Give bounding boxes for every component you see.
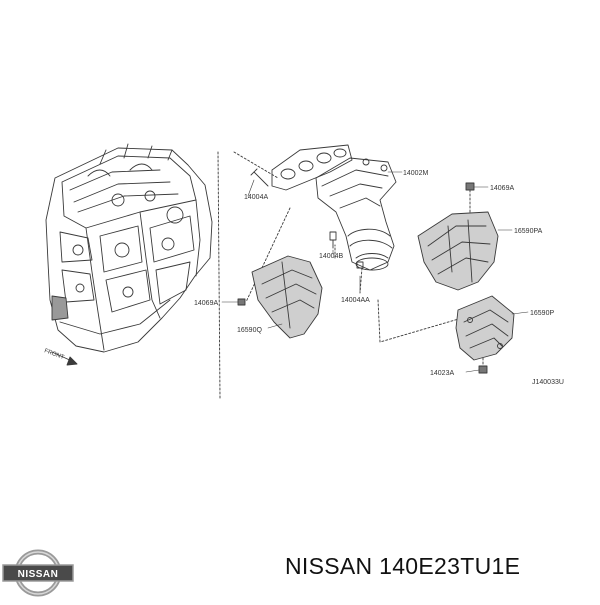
callout-14004a: 14004A (244, 194, 268, 201)
callout-14004b: 14004B (319, 253, 343, 260)
callout-14002m: 14002M (403, 170, 428, 177)
stud-14004a (250, 168, 269, 187)
nut-14004aa (356, 261, 364, 269)
bolt-14004b (329, 231, 337, 249)
callout-16590pa: 16590PA (514, 228, 543, 235)
part-number-label: NISSAN 140E23TU1E (285, 553, 521, 579)
drawing-code: J140033U (532, 379, 564, 386)
front-direction-arrow (51, 351, 78, 366)
callout-labels: 14002M 14004A 14004B 14004AA 14069A 1659… (43, 170, 564, 386)
callout-14023a: 14023A (430, 370, 454, 377)
bolt-14069a-top (465, 182, 475, 191)
nissan-logo-text: NISSAN (18, 569, 59, 580)
manifold-gasket-illustration (271, 144, 353, 191)
heat-shield-16590pa (417, 211, 499, 291)
callout-16590q: 16590Q (237, 327, 262, 334)
callout-14004aa: 14004AA (341, 297, 370, 304)
engine-block-illustration (45, 143, 213, 353)
callout-14069a-left: 14069A (194, 300, 218, 307)
exhaust-manifold-catalyst (315, 157, 397, 271)
callout-14069a-top: 14069A (490, 185, 514, 192)
nissan-logo: NISSAN (2, 548, 74, 598)
callout-leaders (221, 171, 529, 373)
nissan-logo-icon: NISSAN (2, 549, 74, 597)
bolt-14023a (478, 365, 488, 374)
heat-shield-16590q (251, 255, 323, 339)
callout-16590p: 16590P (530, 310, 554, 317)
front-label: FRONT (43, 348, 65, 361)
heat-shield-16590p (455, 295, 515, 361)
bolt-14069a-left (237, 298, 246, 306)
